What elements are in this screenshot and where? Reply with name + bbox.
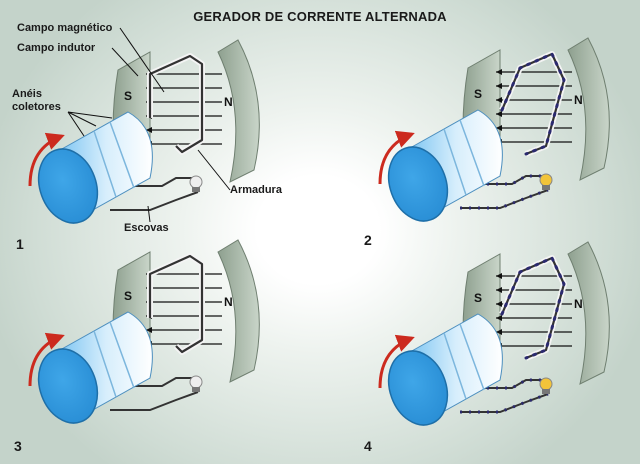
- panel-number-3: 3: [14, 438, 22, 454]
- magnet-n: [217, 239, 260, 383]
- rotation-arrow: [28, 332, 65, 387]
- pole-s-label: S: [124, 89, 132, 103]
- current-flow-dots: [500, 52, 566, 156]
- label-campo-indutor: Campo indutor: [17, 42, 96, 54]
- lamp-bulb: [539, 173, 553, 187]
- armature-loop: [148, 54, 204, 154]
- lamp-bulb: [189, 375, 203, 389]
- pole-n-label: N: [224, 95, 233, 109]
- pole-n-label: N: [574, 297, 583, 311]
- panel-number-1: 1: [16, 236, 24, 252]
- pole-n-label: N: [224, 295, 233, 309]
- panel-number-2: 2: [364, 232, 372, 248]
- lamp-bulb: [539, 377, 553, 391]
- rotation-arrow: [28, 132, 65, 187]
- panel-number-4: 4: [364, 438, 372, 454]
- pole-s-label: S: [124, 289, 132, 303]
- diagram-title: GERADOR DE CORRENTE ALTERNADA: [193, 9, 447, 24]
- armature-loop: [148, 254, 204, 354]
- label-escovas: Escovas: [124, 222, 169, 234]
- pole-n-label: N: [574, 93, 583, 107]
- label-aneis-coletores: Anéis coletores: [12, 88, 61, 113]
- ring-face: [37, 348, 99, 424]
- rotation-arrow: [378, 130, 415, 185]
- magnet-n: [217, 39, 260, 183]
- label-campo-magnetico: Campo magnético: [17, 22, 113, 34]
- ring-face: [37, 148, 99, 224]
- current-flow-dots: [500, 256, 566, 360]
- lamp-bulb: [189, 175, 203, 189]
- rotation-arrow: [378, 334, 415, 389]
- ring-face: [387, 146, 449, 222]
- pole-s-label: S: [474, 87, 482, 101]
- magnet-n: [567, 37, 610, 181]
- pole-s-label: S: [474, 291, 482, 305]
- magnet-n: [567, 241, 610, 385]
- label-armadura: Armadura: [230, 184, 282, 196]
- ring-face: [387, 350, 449, 426]
